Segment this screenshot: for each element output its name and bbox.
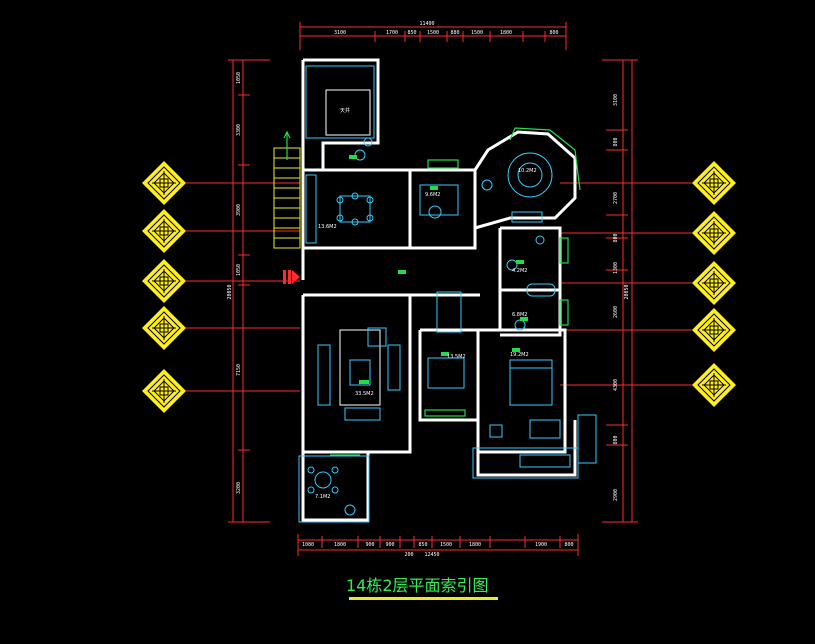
walls bbox=[301, 58, 577, 522]
dim-top-seg: 850 bbox=[407, 30, 416, 36]
dim-top-seg: 1700 bbox=[386, 30, 398, 36]
index-marker-icon[interactable] bbox=[691, 260, 737, 306]
dim-right-seg: 1300 bbox=[613, 262, 619, 274]
room-label: 13.5M2 bbox=[447, 354, 466, 360]
dim-left-seg: 3200 bbox=[236, 482, 242, 494]
index-marker-icon[interactable] bbox=[691, 307, 737, 353]
room-tags bbox=[349, 155, 528, 384]
dimension-labels: 11400 3100 1700 850 1500 880 1500 1800 8… bbox=[227, 21, 630, 558]
room-label: 33.5M2 bbox=[355, 391, 374, 397]
room-label: 19.2M2 bbox=[510, 352, 529, 358]
dim-right-seg: 3100 bbox=[613, 94, 619, 106]
balcony-rails bbox=[298, 65, 597, 523]
index-marker-icon[interactable] bbox=[141, 258, 187, 304]
dim-bottom-seg: 1800 bbox=[334, 542, 346, 548]
drawing-title: 14栋2层平面索引图 bbox=[346, 576, 489, 595]
index-marker-icon[interactable] bbox=[141, 160, 187, 206]
room-label: 9.6M2 bbox=[425, 192, 440, 198]
dim-right-seg: 800 bbox=[613, 233, 619, 242]
dim-right-seg: 4300 bbox=[613, 379, 619, 391]
room-labels: 天井 13.6M2 9.6M2 10.2M2 4.2M2 6.8M2 13.5M… bbox=[315, 107, 537, 500]
index-marker-icon[interactable] bbox=[141, 368, 187, 414]
index-marker-icon[interactable] bbox=[691, 210, 737, 256]
room-label: 天井 bbox=[340, 107, 350, 114]
title-underline bbox=[349, 597, 498, 600]
entrance-arrow-icon bbox=[283, 270, 300, 284]
dim-top-total: 11400 bbox=[419, 21, 434, 27]
dim-right-seg: 800 bbox=[613, 137, 619, 146]
windows bbox=[330, 127, 581, 456]
dim-bottom-seg: 900 bbox=[385, 542, 394, 548]
exterior-stair bbox=[273, 147, 301, 249]
index-leader-lines bbox=[186, 182, 692, 392]
index-marker-icon[interactable] bbox=[141, 305, 187, 351]
dim-bottom-seg: 1080 bbox=[302, 542, 314, 548]
dim-top-seg: 3100 bbox=[334, 30, 346, 36]
dim-bottom-seg: 200 bbox=[404, 552, 413, 558]
dim-left-seg: 1050 bbox=[236, 72, 242, 84]
room-label: 13.6M2 bbox=[318, 224, 337, 230]
index-markers-right bbox=[691, 160, 737, 408]
dim-bottom-seg: 1800 bbox=[469, 542, 481, 548]
dim-left-seg: 3900 bbox=[236, 204, 242, 216]
dim-top-seg: 800 bbox=[549, 30, 558, 36]
dim-bottom-total: 12450 bbox=[424, 552, 439, 558]
dim-right-seg: 800 bbox=[613, 435, 619, 444]
dim-bottom-seg: 1500 bbox=[440, 542, 452, 548]
dim-left-total: 20050 bbox=[227, 284, 233, 299]
index-marker-icon[interactable] bbox=[691, 160, 737, 206]
dim-bottom-seg: 1900 bbox=[535, 542, 547, 548]
index-marker-icon[interactable] bbox=[141, 208, 187, 254]
room-label: 6.8M2 bbox=[512, 312, 527, 318]
dim-right-seg: 2900 bbox=[613, 489, 619, 501]
dim-top-seg: 1500 bbox=[471, 30, 483, 36]
index-marker-icon[interactable] bbox=[691, 362, 737, 408]
room-label: 4.2M2 bbox=[512, 268, 527, 274]
dim-bottom-seg: 850 bbox=[418, 542, 427, 548]
dim-left-seg: 1050 bbox=[236, 264, 242, 276]
dim-bottom-seg: 800 bbox=[564, 542, 573, 548]
furniture bbox=[305, 89, 571, 516]
dim-right-total: 20050 bbox=[624, 284, 630, 299]
dimension-lines bbox=[228, 22, 638, 556]
dim-left-seg: 7150 bbox=[236, 364, 242, 376]
dim-left-seg: 3300 bbox=[236, 124, 242, 136]
dim-top-seg: 880 bbox=[450, 30, 459, 36]
dim-right-seg: 2700 bbox=[613, 192, 619, 204]
index-markers-left bbox=[141, 160, 187, 414]
room-label: 7.1M2 bbox=[315, 494, 330, 500]
dim-top-seg: 1800 bbox=[500, 30, 512, 36]
dim-top-seg: 1500 bbox=[427, 30, 439, 36]
dim-bottom-seg: 900 bbox=[365, 542, 374, 548]
room-label: 10.2M2 bbox=[518, 168, 537, 174]
up-arrow-icon bbox=[283, 130, 291, 160]
dim-right-seg: 2600 bbox=[613, 306, 619, 318]
